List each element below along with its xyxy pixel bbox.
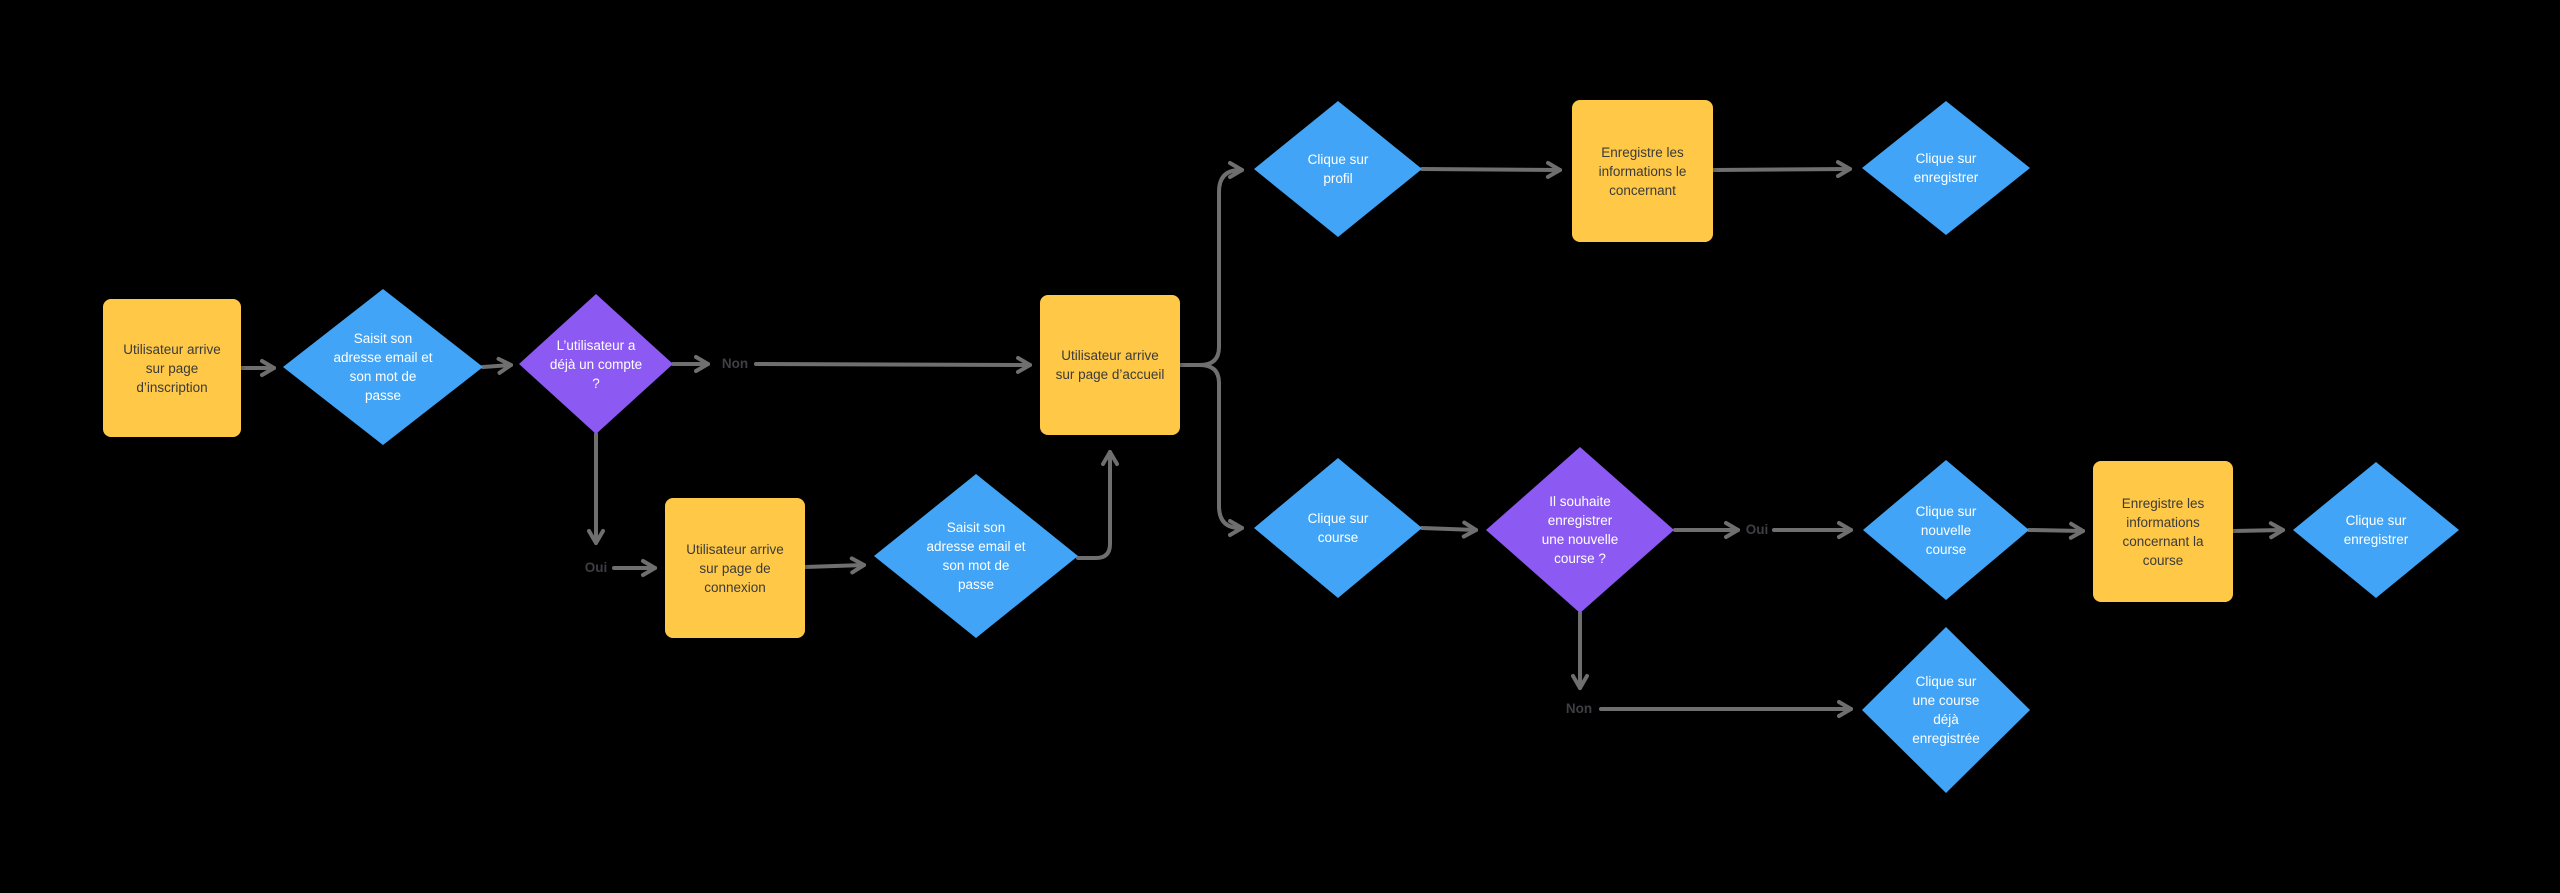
- connector-accueil-branch-up: [1178, 161, 1244, 367]
- connector-enregistre-infos-to-enregistrer: [1711, 160, 1852, 179]
- node-page-accueil[interactable]: Utilisateur arrive sur page d’accueil: [1040, 295, 1180, 435]
- node-page-connexion[interactable]: Utilisateur arrive sur page de connexion: [665, 498, 805, 638]
- connector-nouvelle-course-to-infos-course: [2027, 521, 2085, 540]
- edge-label-non-nouvelle-course[interactable]: Non: [1565, 701, 1593, 716]
- node-page-inscription[interactable]: Utilisateur arrive sur page d’inscriptio…: [103, 299, 241, 437]
- connector-saisie2-to-accueil: [1076, 450, 1119, 560]
- edge-label-oui-nouvelle-course[interactable]: Oui: [1745, 522, 1769, 537]
- node-enregistre-infos-profil[interactable]: Enregistre les informations le concernan…: [1572, 100, 1713, 242]
- connector-infos-course-to-enregistrer2: [2231, 521, 2285, 540]
- edge-label-non-compte[interactable]: Non: [721, 356, 749, 371]
- connector-saisie-to-decision-compte: [481, 356, 513, 375]
- connector-connexion-to-saisie2: [803, 556, 866, 575]
- connector-profil-to-enregistre-infos: [1420, 160, 1562, 179]
- connector-non-to-accueil: [754, 355, 1032, 374]
- connector-accueil-branch-down: [1178, 363, 1244, 537]
- connector-course-to-decision-nouvelle: [1420, 520, 1478, 539]
- edge-label-oui-compte[interactable]: Oui: [584, 560, 608, 575]
- node-enregistre-infos-course[interactable]: Enregistre les informations concernant l…: [2093, 461, 2233, 602]
